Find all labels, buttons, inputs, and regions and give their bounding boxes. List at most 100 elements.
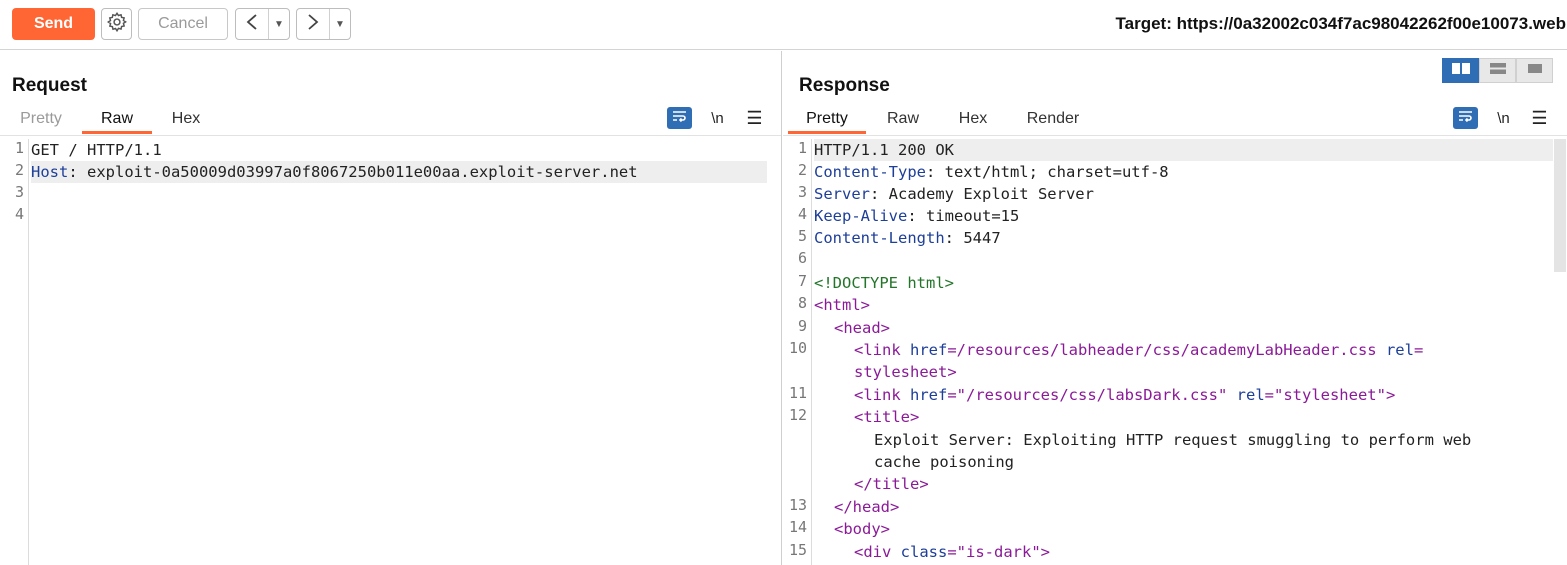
split-horizontal-icon bbox=[1451, 62, 1471, 80]
settings-button[interactable] bbox=[101, 8, 132, 40]
cancel-button[interactable]: Cancel bbox=[138, 8, 228, 40]
title-text: cache poisoning bbox=[874, 453, 1014, 471]
code-line: Keep-Alive: timeout=15 bbox=[814, 205, 1553, 227]
html-attr-value: ="is-dark"> bbox=[947, 543, 1050, 561]
request-tab-pretty[interactable]: Pretty bbox=[20, 110, 62, 127]
request-title: Request bbox=[12, 75, 87, 96]
response-tabs: Pretty Raw Hex Render bbox=[788, 103, 1098, 134]
response-tab-raw[interactable]: Raw bbox=[886, 110, 919, 127]
code-line: cache poisoning bbox=[814, 451, 1553, 473]
request-tab-raw[interactable]: Raw bbox=[82, 103, 152, 134]
response-tabs-divider bbox=[783, 135, 1567, 136]
split-horizontal-button[interactable] bbox=[1442, 58, 1479, 83]
code-line: <head> bbox=[814, 317, 1553, 339]
code-line: Exploit Server: Exploiting HTTP request … bbox=[814, 429, 1553, 451]
single-pane-icon bbox=[1526, 62, 1544, 80]
response-tab-pretty[interactable]: Pretty bbox=[788, 103, 866, 134]
response-tab-hex[interactable]: Hex bbox=[958, 110, 988, 127]
line-number: 6 bbox=[797, 249, 807, 267]
line-number: 1 bbox=[14, 139, 24, 157]
back-history-dropdown[interactable]: ▼ bbox=[274, 18, 284, 30]
send-button[interactable]: Send bbox=[12, 8, 95, 40]
line-number: 2 bbox=[14, 161, 24, 179]
forward-history-dropdown[interactable]: ▼ bbox=[335, 18, 345, 30]
code-line: Content-Length: 5447 bbox=[814, 227, 1553, 249]
html-attr: rel bbox=[1385, 341, 1414, 359]
line-number: 1 bbox=[797, 139, 807, 157]
code-line: </title> bbox=[814, 473, 1553, 495]
html-tag: <link bbox=[854, 341, 901, 359]
split-vertical-button[interactable] bbox=[1479, 58, 1516, 83]
single-pane-button[interactable] bbox=[1516, 58, 1553, 83]
html-tag: <link bbox=[854, 386, 901, 404]
request-panel: Request Pretty Raw Hex \n ☰ 1 2 3 4 GET … bbox=[0, 51, 782, 565]
hamburger-menu-icon: ☰ bbox=[746, 107, 763, 128]
html-tag: <title> bbox=[854, 408, 920, 426]
line-number: 5 bbox=[797, 227, 807, 245]
html-attr: href bbox=[910, 341, 948, 359]
request-editor[interactable]: 1 2 3 4 GET / HTTP/1.1 Host: exploit-0a5… bbox=[0, 139, 781, 565]
response-panel: Response Pretty Raw Hex Render \n ☰ 1 2 … bbox=[783, 51, 1567, 565]
response-newline-toggle[interactable]: \n bbox=[1497, 109, 1510, 127]
header-name: Host bbox=[31, 163, 69, 181]
line-number: 2 bbox=[797, 161, 807, 179]
line-number: 9 bbox=[797, 317, 807, 335]
html-tag: <head> bbox=[834, 319, 890, 337]
back-button[interactable] bbox=[236, 9, 269, 39]
response-wrap-lines-button[interactable] bbox=[1453, 107, 1478, 129]
code-line: </head> bbox=[814, 496, 1553, 518]
request-tabs-divider bbox=[0, 135, 781, 136]
line-number: 10 bbox=[788, 339, 807, 357]
html-tag: </head> bbox=[834, 498, 900, 516]
header-value: : timeout=15 bbox=[907, 207, 1020, 225]
hamburger-menu-icon: ☰ bbox=[1531, 107, 1548, 128]
chevron-left-icon bbox=[245, 13, 259, 36]
header-name: Server bbox=[814, 185, 870, 203]
request-gutter: 1 2 3 4 bbox=[0, 139, 29, 565]
request-line-text: GET / HTTP/1.1 bbox=[31, 141, 162, 159]
html-attr-value: = bbox=[1413, 341, 1424, 359]
code-line: <!DOCTYPE html> bbox=[814, 272, 1553, 294]
line-number: 3 bbox=[797, 183, 807, 201]
header-value: : exploit-0a50009d03997a0f8067250b011e00… bbox=[68, 163, 638, 181]
line-number: 15 bbox=[788, 541, 807, 559]
request-wrap-lines-button[interactable] bbox=[667, 107, 692, 129]
code-line: <html> bbox=[814, 294, 1553, 316]
wrap-lines-icon bbox=[1458, 109, 1474, 128]
response-title: Response bbox=[799, 75, 890, 96]
line-number: 4 bbox=[14, 205, 24, 223]
layout-switcher bbox=[1442, 58, 1553, 83]
line-number: 8 bbox=[797, 294, 807, 312]
html-tag: <body> bbox=[834, 520, 890, 538]
status-line: HTTP/1.1 200 OK bbox=[814, 141, 954, 159]
html-tag: <html> bbox=[814, 296, 870, 314]
html-attr-value: stylesheet> bbox=[854, 363, 957, 381]
forward-button[interactable] bbox=[297, 9, 330, 39]
toolbar: Send Cancel ▼ ▼ Target: https://0a32002c… bbox=[0, 0, 1567, 50]
html-tag: <div bbox=[854, 543, 892, 561]
code-line: <div class="is-dark"> bbox=[814, 541, 1553, 563]
html-attr: rel bbox=[1236, 386, 1265, 404]
line-number: 4 bbox=[797, 205, 807, 223]
target-url[interactable]: Target: https://0a32002c034f7ac98042262f… bbox=[1115, 14, 1566, 33]
gear-icon bbox=[106, 11, 128, 38]
wrap-lines-icon bbox=[672, 109, 688, 128]
request-newline-toggle[interactable]: \n bbox=[711, 109, 724, 127]
code-line: Content-Type: text/html; charset=utf-8 bbox=[814, 161, 1553, 183]
response-scrollbar[interactable] bbox=[1554, 139, 1566, 272]
header-value: : Academy Exploit Server bbox=[870, 185, 1094, 203]
header-value: : text/html; charset=utf-8 bbox=[925, 163, 1169, 181]
request-tab-hex[interactable]: Hex bbox=[171, 110, 201, 127]
request-tabs: Pretty Raw Hex bbox=[8, 103, 218, 134]
request-menu-button[interactable]: ☰ bbox=[742, 107, 767, 129]
html-attr: class bbox=[900, 543, 948, 561]
code-line: Server: Academy Exploit Server bbox=[814, 183, 1553, 205]
response-tab-render[interactable]: Render bbox=[1026, 110, 1080, 127]
forward-nav-group: ▼ bbox=[296, 8, 351, 40]
response-editor[interactable]: 1 2 3 4 5 6 7 8 9 10 11 12 13 14 15 HTTP… bbox=[783, 139, 1567, 565]
line-number: 14 bbox=[788, 518, 807, 536]
response-menu-button[interactable]: ☰ bbox=[1527, 107, 1552, 129]
header-name: Keep-Alive bbox=[814, 207, 908, 225]
code-line: HTTP/1.1 200 OK bbox=[814, 139, 1553, 161]
html-tag: </title> bbox=[854, 475, 929, 493]
